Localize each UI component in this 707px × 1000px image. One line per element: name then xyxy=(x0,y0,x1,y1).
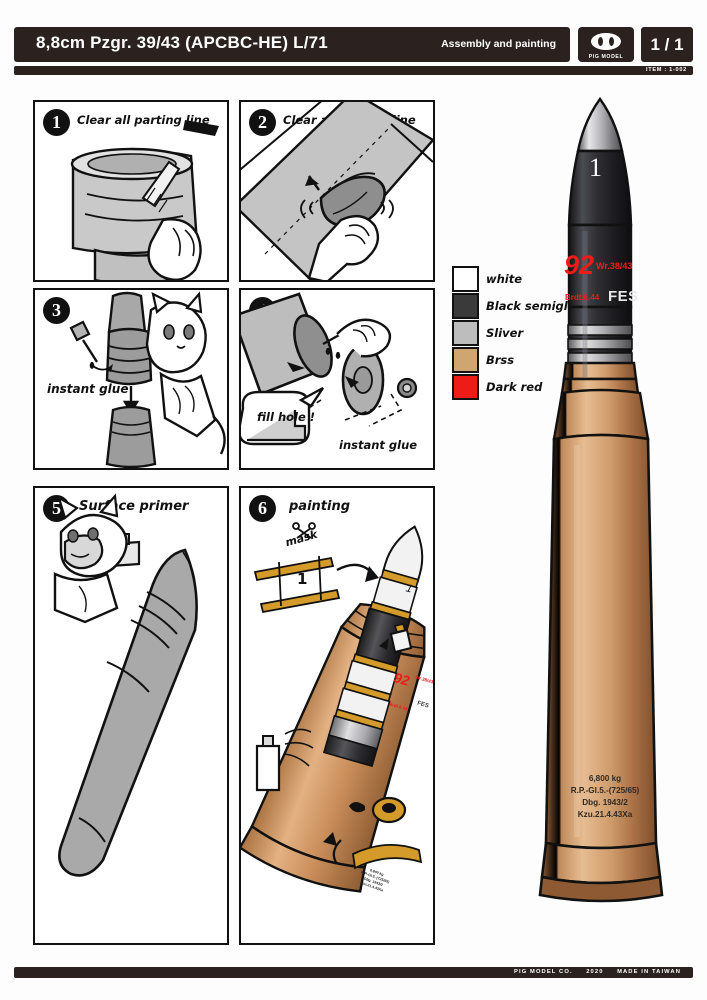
step-label-1: Clear all parting line xyxy=(77,113,210,127)
step-4-illustration xyxy=(241,292,418,446)
header-subtitle: Assembly and painting xyxy=(441,38,556,50)
footer-origin: MADE IN TAIWAN xyxy=(617,969,681,975)
case-stencil-line-3: Dbg. 1943/2 xyxy=(582,798,628,807)
completed-round-illustration: 1 92 Wr.38/43 Brdt.6.44 FES 6,800 kg R.P… xyxy=(525,95,675,935)
case-stencil-line-4: Kzu.21.4.43Xa xyxy=(577,810,633,819)
step-1-illustration xyxy=(70,120,219,280)
step-panel-4: 4 fill hole ! instant glue xyxy=(239,288,435,470)
item-number: ITEM : 1-002 xyxy=(645,67,687,73)
case-stencil-block: 6,800 kg R.P.-Gl.5.-(725/65) Dbg. 1943/2… xyxy=(545,773,665,821)
step-number-1: 1 xyxy=(43,109,70,136)
step-note-4: instant glue xyxy=(339,438,418,452)
footer-strip: PIG MODEL CO. 2020 MADE IN TAIWAN xyxy=(14,967,693,978)
legend-item: Black semigloss xyxy=(452,292,589,319)
legend-item: Sliver xyxy=(452,319,572,346)
legend-label: Black semigloss xyxy=(486,298,590,313)
step-6-illustration xyxy=(241,522,426,893)
header-strip: ITEM : 1-002 xyxy=(14,66,693,75)
step-panel-1: 1 Clear all parting line xyxy=(33,100,229,282)
legend-item: Dark red xyxy=(452,373,572,400)
step-label-6: painting xyxy=(289,499,351,514)
page-title: 8,8cm Pzgr. 39/43 (APCBC-HE) L/71 xyxy=(36,33,328,52)
header-bar: 8,8cm Pzgr. 39/43 (APCBC-HE) L/71 Assemb… xyxy=(14,27,570,62)
shell-fes-mark: FES xyxy=(608,288,639,305)
footer-text: PIG MODEL CO. 2020 MADE IN TAIWAN xyxy=(514,967,681,978)
step-3-illustration xyxy=(69,291,226,468)
shell-date-mark: Brdt.6.44 xyxy=(565,293,600,302)
step-2-illustration xyxy=(241,102,433,280)
mask-stencil-number: 1 xyxy=(297,570,308,588)
legend-label: Sliver xyxy=(486,325,524,340)
legend-swatch-white xyxy=(452,265,479,292)
pig-snout-icon xyxy=(591,33,621,50)
step-number-3: 3 xyxy=(43,297,70,324)
brand-logo: PIG MODEL xyxy=(578,27,634,62)
step-5-illustration xyxy=(53,493,198,877)
footer-company: PIG MODEL CO. xyxy=(514,969,573,975)
legend-label: Dark red xyxy=(486,379,543,394)
shell-nose-number: 1 xyxy=(589,153,602,182)
step-panel-6: 6 painting mask xyxy=(239,486,435,945)
case-stencil-line-1: 6,800 kg xyxy=(588,774,622,783)
step-note-3: instant glue xyxy=(47,382,129,396)
legend-swatch-silver xyxy=(452,319,479,346)
legend-swatch-dark-red xyxy=(452,373,479,400)
step-panel-2: 2 Clear all parting line xyxy=(239,100,435,282)
legend-label: Brss xyxy=(486,352,515,367)
legend-swatch-black-semigloss xyxy=(452,292,479,319)
page-number: 1 / 1 xyxy=(641,27,693,62)
shell-red-number: 92 xyxy=(564,250,595,280)
legend-label: white xyxy=(486,271,523,286)
legend-item: white xyxy=(452,265,572,292)
step-panel-3: 3 instant glue xyxy=(33,288,229,470)
shell-wr-mark: Wr.38/43 xyxy=(596,261,633,271)
step-panel-5: 5 Surface primer xyxy=(33,486,229,945)
case-stencil-line-2: R.P.-Gl.5.-(725/65) xyxy=(570,786,640,795)
step-number-6: 6 xyxy=(249,495,276,522)
step-callout-4: fill hole ! xyxy=(257,410,316,424)
step-number-2: 2 xyxy=(249,109,276,136)
brand-name: PIG MODEL xyxy=(588,54,624,60)
footer-year: 2020 xyxy=(586,969,604,975)
color-legend: white Black semigloss Sliver Brss Dark r… xyxy=(452,265,589,400)
legend-swatch-brass xyxy=(452,346,479,373)
legend-item: Brss xyxy=(452,346,572,373)
